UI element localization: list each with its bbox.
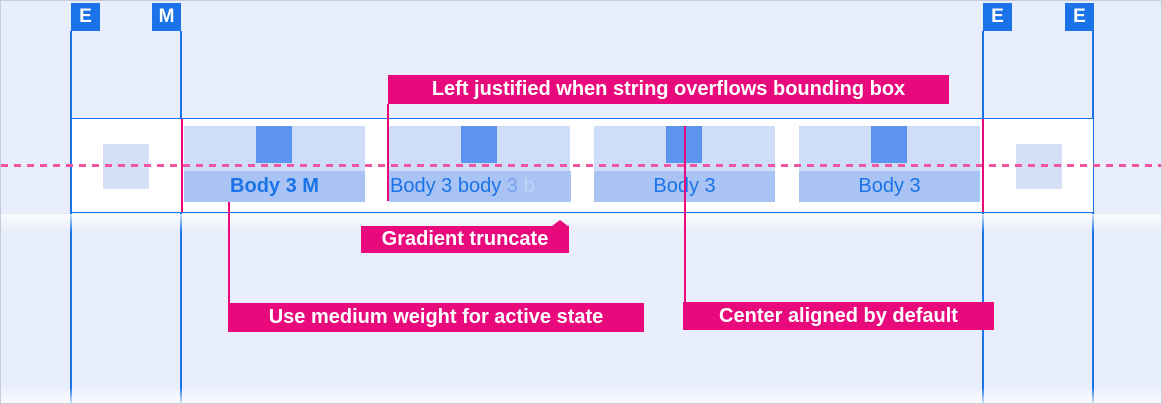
tab-icon-placeholder (461, 126, 497, 163)
annotation-left-justified: Left justified when string overflows bou… (388, 75, 949, 104)
annotation-gradient-truncate: Gradient truncate (361, 220, 569, 253)
annotation-medium-weight: Use medium weight for active state (228, 303, 644, 332)
tab-label-active[interactable]: Body 3 M (184, 171, 365, 202)
tab-padding-area (799, 126, 980, 171)
spacing-marker-left-edge: E (71, 3, 100, 31)
dashed-baseline (1, 164, 1161, 167)
label-segment-solid: Body 3 body (390, 175, 507, 197)
content-margin-line-left (180, 119, 183, 212)
tab-icon-placeholder (256, 126, 292, 163)
connector-left-justified (387, 104, 389, 201)
label-segment-fade-mid: 3 (506, 175, 524, 197)
spacing-marker-right-margin: E (983, 3, 1012, 31)
connector-medium-weight (228, 202, 230, 303)
arrow-up-icon (552, 220, 568, 226)
bottom-fade (1, 387, 1161, 403)
tab-item-active[interactable]: Body 3 M (184, 126, 365, 202)
spacing-marker-right-edge: E (1065, 3, 1094, 31)
tab-item-truncated[interactable]: Body 3 body 3 b (389, 126, 571, 202)
spacing-marker-left-margin: M (152, 3, 181, 31)
tab-icon-placeholder (871, 126, 907, 163)
tab-label-4[interactable]: Body 3 (799, 171, 980, 202)
tab-item-4[interactable]: Body 3 (799, 126, 980, 202)
tab-padding-area (184, 126, 365, 171)
annotation-center-aligned: Center aligned by default (683, 302, 994, 330)
tab-padding-area (389, 126, 570, 171)
label-segment-fade-end: b (523, 175, 535, 197)
glow-under-bar (1, 214, 1161, 232)
tab-label-truncated[interactable]: Body 3 body 3 b (389, 171, 571, 202)
connector-center-aligned (684, 126, 686, 303)
annotation-gradient-truncate-label: Gradient truncate (381, 228, 549, 250)
content-margin-line-right (981, 119, 984, 212)
